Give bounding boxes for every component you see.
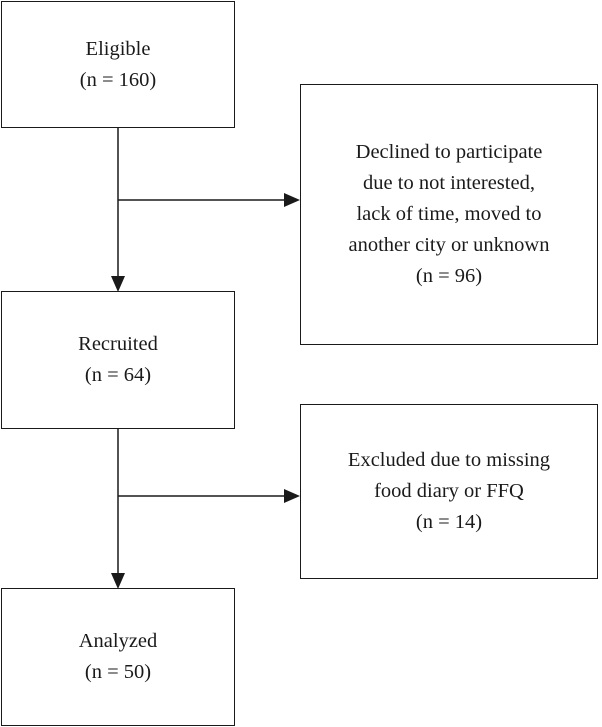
eligible-title: Eligible: [85, 37, 151, 60]
declined-line: another city or unknown: [348, 234, 550, 256]
arrowhead-to-excluded: [284, 489, 300, 503]
analyzed-count: (n = 50): [84, 661, 152, 683]
excluded-count: (n = 14): [415, 511, 483, 533]
excluded-box: Excluded due to missing food diary or FF…: [300, 404, 598, 579]
arrowhead-to-analyzed: [111, 573, 125, 589]
eligible-box: Eligible (n = 160): [1, 1, 235, 128]
declined-box: Declined to participate due to not inter…: [300, 84, 598, 345]
declined-line: lack of time, moved to: [356, 203, 542, 225]
arrowhead-to-recruited: [111, 276, 125, 292]
arrowhead-to-declined: [284, 193, 300, 207]
recruited-count: (n = 64): [84, 364, 152, 386]
declined-line: Declined to participate: [355, 141, 543, 163]
excluded-line: food diary or FFQ: [374, 480, 524, 502]
eligible-count: (n = 160): [79, 68, 157, 91]
analyzed-box: Analyzed (n = 50): [1, 588, 235, 726]
analyzed-title: Analyzed: [78, 630, 158, 652]
excluded-line: Excluded due to missing: [347, 449, 551, 471]
recruited-box: Recruited (n = 64): [1, 291, 235, 429]
recruited-title: Recruited: [78, 333, 158, 355]
declined-line: due to not interested,: [363, 172, 535, 194]
declined-count: (n = 96): [415, 265, 483, 287]
